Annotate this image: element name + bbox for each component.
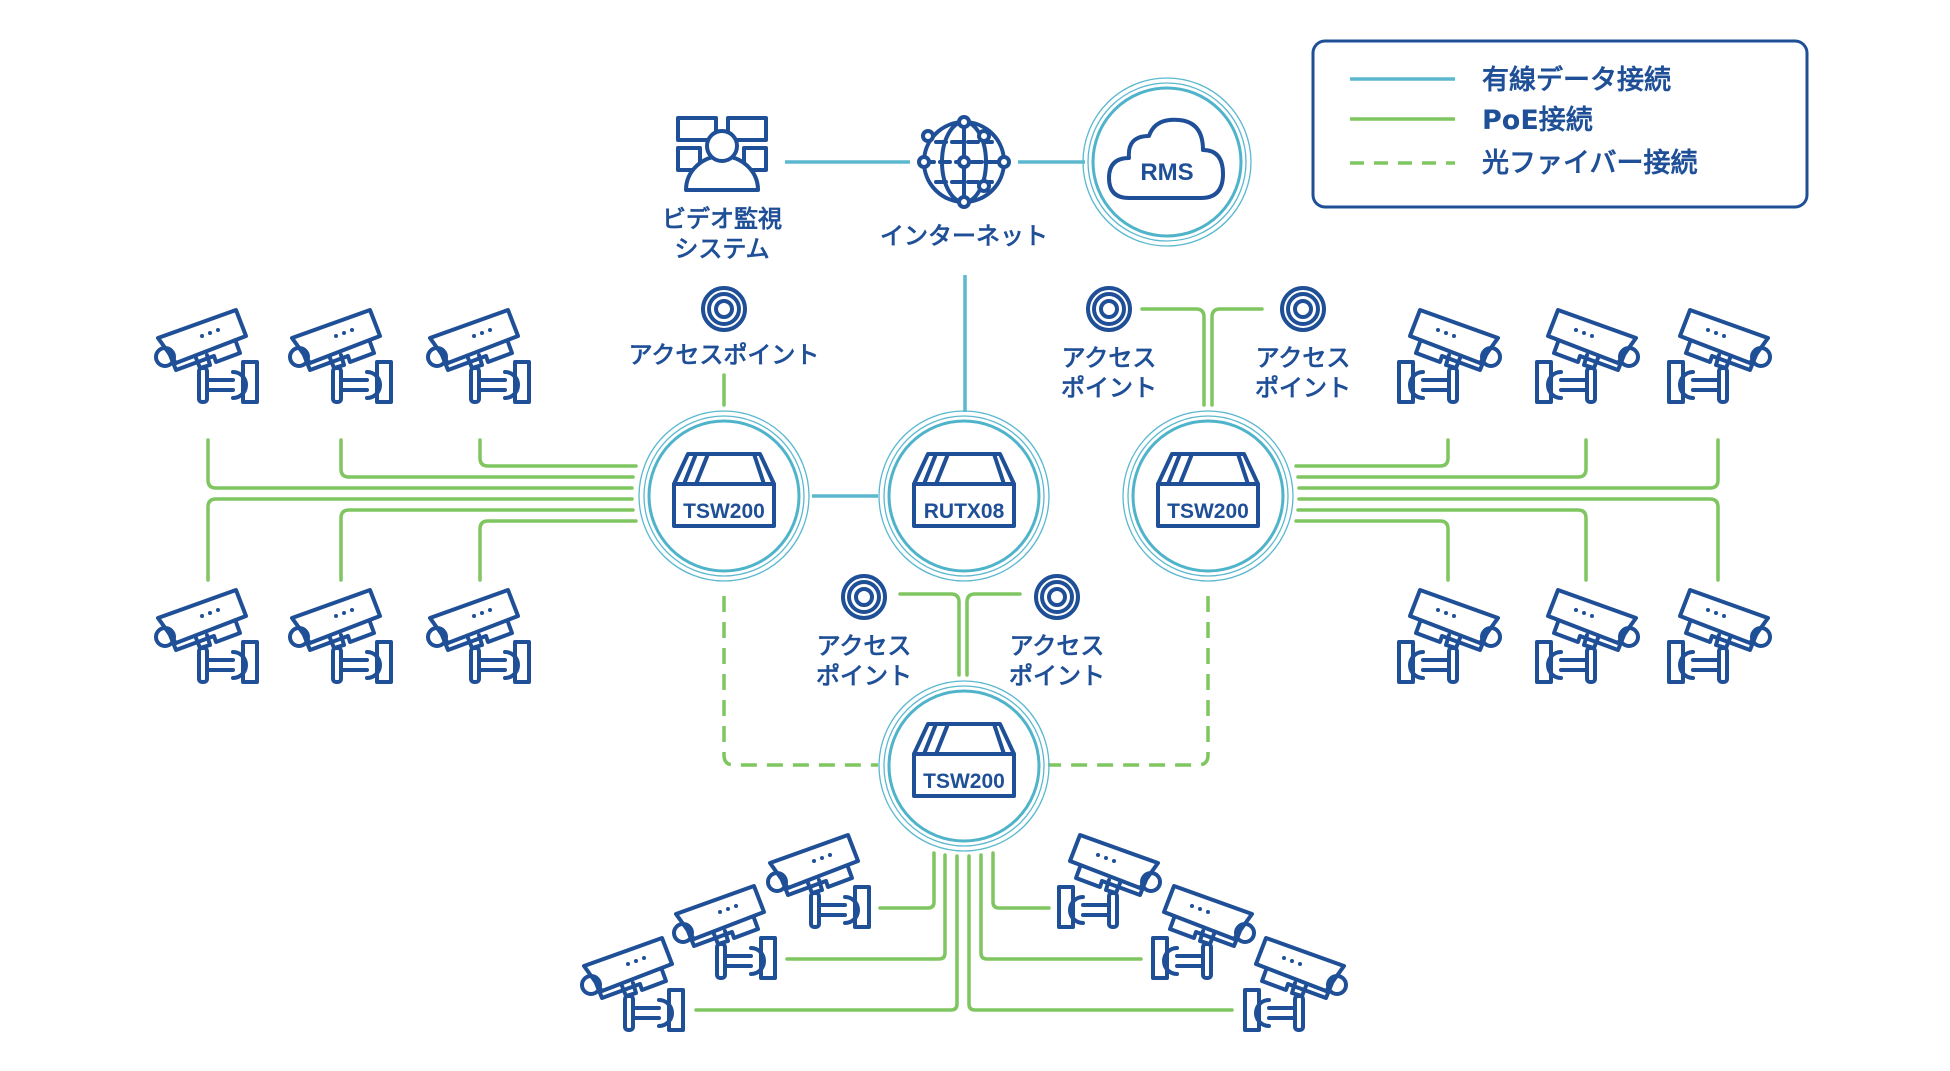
camera-group-right (1399, 310, 1770, 682)
legend-label-fiber: 光ファイバー接続 (1481, 148, 1697, 179)
camera-group-left (154, 308, 531, 684)
internet-label: インターネット (880, 222, 1048, 250)
vms-label-line1: ビデオ監視 (662, 205, 782, 233)
ap-right-b-line2: ポイント (1255, 374, 1351, 402)
legend-label-wired: 有線データ接続 (1482, 64, 1671, 96)
camera-icon[interactable] (288, 308, 393, 404)
camera-group-bottom (580, 833, 1346, 1032)
legend-item-fiber: 光ファイバー接続 (1350, 148, 1697, 179)
camera-icon[interactable] (672, 884, 777, 980)
camera-icon[interactable] (426, 588, 531, 684)
access-point-bottom-b[interactable]: アクセス ポイント (1009, 574, 1105, 690)
router-label: RUTX08 (924, 500, 1005, 523)
switch-right-label: TSW200 (1167, 500, 1249, 523)
legend: 有線データ接続 PoE接続 光ファイバー接続 (1311, 39, 1809, 209)
access-point-icon (701, 286, 747, 332)
camera-icon[interactable] (766, 833, 871, 929)
cloud-icon (1107, 117, 1225, 200)
switch-left-node[interactable]: TSW200 (638, 410, 810, 582)
camera-icon[interactable] (1537, 590, 1638, 682)
access-point-left[interactable]: アクセスポイント (629, 286, 820, 369)
camera-icon[interactable] (426, 308, 531, 404)
camera-icon[interactable] (1669, 590, 1770, 682)
camera-icon[interactable] (1059, 835, 1160, 927)
camera-icon[interactable] (1399, 590, 1500, 682)
legend-item-poe: PoE接続 (1350, 105, 1593, 136)
access-point-right-b[interactable]: アクセス ポイント (1255, 286, 1351, 402)
access-point-right-a[interactable]: アクセス ポイント (1061, 286, 1157, 402)
rms-label: RMS (1140, 159, 1193, 186)
camera-icon[interactable] (1669, 310, 1770, 402)
ap-bottom-b-line2: ポイント (1009, 662, 1105, 690)
internet-node[interactable]: インターネット (880, 115, 1048, 250)
camera-icon[interactable] (154, 308, 259, 404)
fiber-link-left (722, 596, 878, 767)
poe-bus-bottom (694, 851, 1234, 1012)
vms-label-line2: システム (674, 235, 769, 263)
access-point-icon (1086, 286, 1132, 332)
ap-right-a-line1: アクセス (1062, 344, 1157, 372)
access-point-icon (1280, 286, 1326, 332)
globe-network-icon (917, 115, 1011, 209)
switch-bottom-node[interactable]: TSW200 (878, 680, 1050, 852)
fiber-link-right (1048, 596, 1210, 767)
camera-icon[interactable] (288, 588, 393, 684)
camera-icon[interactable] (154, 588, 259, 684)
ap-bottom-b-line1: アクセス (1010, 632, 1105, 660)
poe-link-ap-bottom-a (898, 592, 961, 677)
ap-right-a-line2: ポイント (1061, 374, 1157, 402)
ap-bottom-a-line1: アクセス (817, 632, 912, 660)
legend-label-poe: PoE接続 (1482, 105, 1593, 136)
video-surveillance-node[interactable]: ビデオ監視 システム (662, 116, 782, 263)
ap-right-b-line1: アクセス (1256, 344, 1351, 372)
ap-bottom-a-line2: ポイント (816, 662, 912, 690)
switch-bottom-label: TSW200 (923, 770, 1005, 793)
rms-node[interactable]: RMS (1082, 77, 1252, 247)
legend-item-wired: 有線データ接続 (1350, 64, 1671, 96)
poe-link-ap-bottom-b (965, 592, 1022, 677)
switch-left-label: TSW200 (683, 500, 765, 523)
video-surveillance-icon (676, 116, 768, 192)
poe-bus-left (206, 438, 638, 582)
access-point-bottom-a[interactable]: アクセス ポイント (816, 574, 912, 690)
camera-icon[interactable] (1153, 886, 1254, 978)
router-node[interactable]: RUTX08 (878, 410, 1050, 582)
access-point-icon (1034, 574, 1080, 620)
poe-bus-right (1294, 438, 1720, 582)
camera-icon[interactable] (1537, 310, 1638, 402)
ap-left-label: アクセスポイント (629, 341, 820, 369)
legend-box (1311, 39, 1809, 209)
camera-icon[interactable] (1245, 938, 1346, 1030)
poe-link-ap-right-b (1210, 307, 1264, 407)
camera-icon[interactable] (1399, 310, 1500, 402)
poe-link-ap-right-a (1140, 307, 1206, 407)
camera-icon[interactable] (580, 936, 685, 1032)
access-point-icon (841, 574, 887, 620)
switch-right-node[interactable]: TSW200 (1122, 410, 1294, 582)
